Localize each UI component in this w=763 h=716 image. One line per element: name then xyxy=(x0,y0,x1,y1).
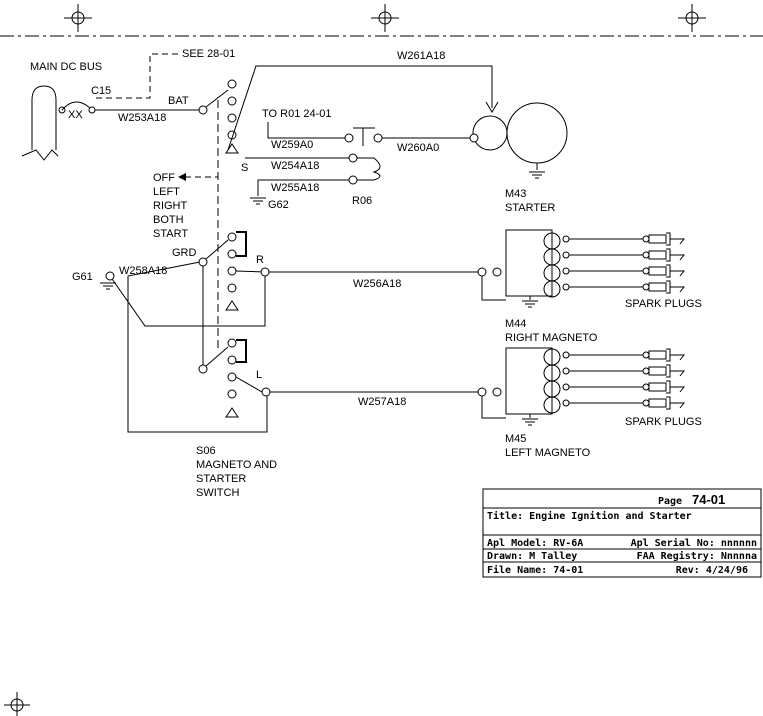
switch-right-section: R xyxy=(198,231,478,311)
m45-label: M45 xyxy=(505,433,526,445)
g62-label: G62 xyxy=(268,199,289,211)
page-number: 74-01 xyxy=(692,492,725,507)
spark-plugs-left: SPARK PLUGS xyxy=(562,348,702,428)
registration-marks xyxy=(4,4,706,716)
ground-g62 xyxy=(250,197,266,205)
main-dc-bus: MAIN DC BUS xyxy=(21,61,102,161)
spark-plugs-bottom-label: SPARK PLUGS xyxy=(625,416,702,428)
s-terminal-label: S xyxy=(241,162,248,174)
spark-plugs-top-label: SPARK PLUGS xyxy=(625,298,702,310)
bat-label: BAT xyxy=(168,95,189,107)
switch-bat-section: S xyxy=(198,79,248,174)
apl-model: Apl Model: RV-6A xyxy=(487,538,583,549)
w259-label: W259A0 xyxy=(271,139,313,151)
w260-label: W260A0 xyxy=(397,142,439,154)
drawn-by: Drawn: M Talley xyxy=(487,551,577,562)
m43-label: M43 xyxy=(505,188,526,200)
title-block: Page 74-01 Title: Engine Ignition and St… xyxy=(482,488,762,578)
right-magneto-label: RIGHT MAGNETO xyxy=(505,332,598,344)
spark-plugs-right: SPARK PLUGS xyxy=(562,232,702,310)
file-name: File Name: 74-01 xyxy=(487,564,583,576)
breaker-c15: XX C15 xyxy=(58,85,111,121)
right-magneto-m44: M44 RIGHT MAGNETO xyxy=(505,229,598,344)
c15-label: C15 xyxy=(91,85,111,97)
position-start: START xyxy=(153,228,188,240)
starter-label: STARTER xyxy=(505,202,555,214)
position-off: OFF xyxy=(153,172,175,184)
position-both: BOTH xyxy=(153,214,184,226)
w261-label: W261A18 xyxy=(397,50,445,62)
m44-label: M44 xyxy=(505,318,526,330)
to-r01-label: TO R01 24-01 xyxy=(262,108,332,120)
switch-left-section: L xyxy=(198,266,478,418)
xx-label: XX xyxy=(68,109,83,121)
switch-line2: STARTER xyxy=(196,473,246,485)
w253-label: W253A18 xyxy=(118,112,166,124)
faa-registry: FAA Registry: Nnnnna xyxy=(637,550,757,562)
r-terminal-label: R xyxy=(256,254,264,266)
switch-positions: OFF LEFT RIGHT BOTH START xyxy=(153,172,188,240)
starter-motor-m43: M43 STARTER xyxy=(469,102,568,214)
position-left: LEFT xyxy=(153,186,180,198)
apl-serial: Apl Serial No: nnnnnn xyxy=(631,537,757,549)
w258-label: W258A18 xyxy=(119,265,167,277)
left-magneto-m45: M45 LEFT MAGNETO xyxy=(505,347,591,459)
switch-label: S06 MAGNETO AND STARTER SWITCH xyxy=(196,445,277,499)
w256-label: W256A18 xyxy=(353,278,401,290)
left-magneto-label: LEFT MAGNETO xyxy=(505,447,591,459)
grd-label: GRD xyxy=(172,247,197,259)
ground-g61 xyxy=(100,282,116,290)
position-right: RIGHT xyxy=(153,200,188,212)
w255-label: W255A18 xyxy=(271,182,319,194)
s06-label: S06 xyxy=(196,445,216,457)
r06-label: R06 xyxy=(352,195,372,207)
revision: Rev: 4/24/96 xyxy=(676,565,748,576)
switch-line3: SWITCH xyxy=(196,487,239,499)
page-label: Page xyxy=(658,496,682,507)
w257-label: W257A18 xyxy=(358,396,406,408)
l-terminal-label: L xyxy=(256,369,262,381)
title-text: Title: Engine Ignition and Starter xyxy=(487,510,692,522)
see-28-01-label: SEE 28-01 xyxy=(182,48,235,60)
switch-line1: MAGNETO AND xyxy=(196,459,277,471)
w254-label: W254A18 xyxy=(271,160,319,172)
g61-label: G61 xyxy=(72,271,93,283)
main-dc-bus-label: MAIN DC BUS xyxy=(30,61,102,73)
